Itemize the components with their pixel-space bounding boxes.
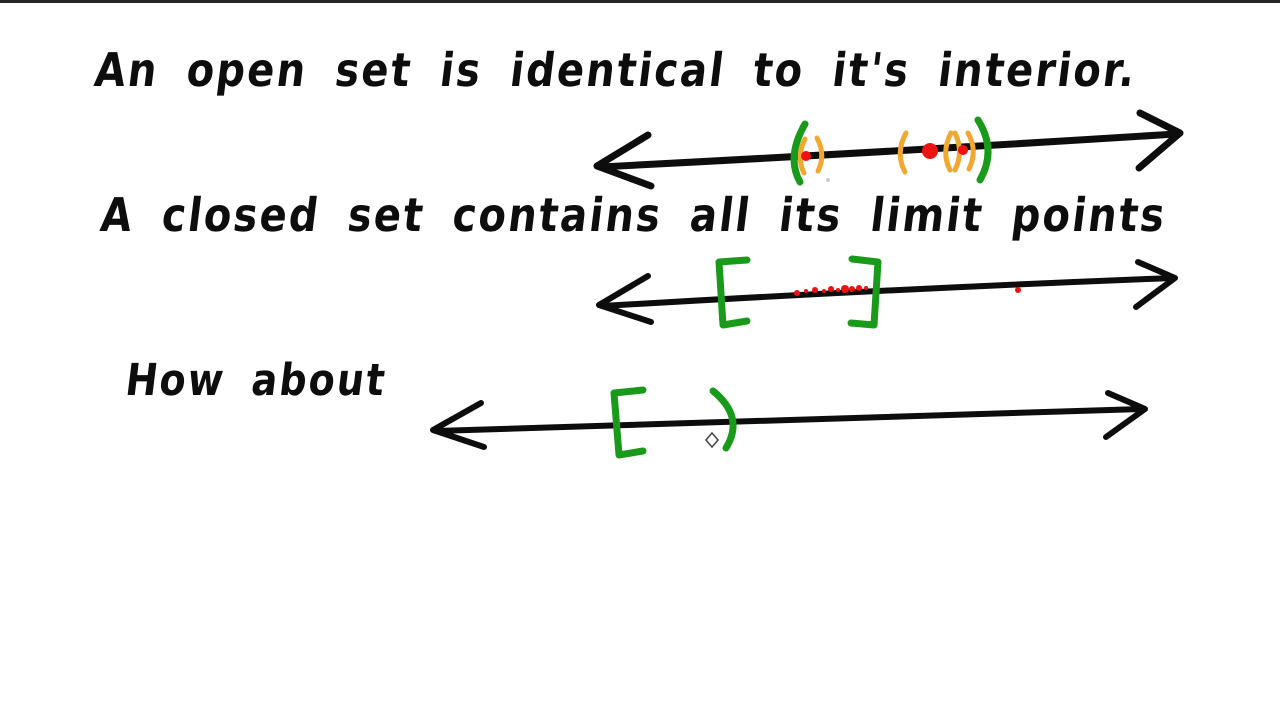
red-point-2i [856, 285, 862, 291]
red-point-2f [836, 288, 840, 292]
orange-close-paren-c-1 [952, 130, 962, 173]
arrowhead-left-3 [430, 400, 487, 450]
red-point-2d [822, 289, 826, 293]
red-point-2g [841, 285, 849, 293]
note-line-closed-set: A closed set contains all its limit poin… [97, 189, 1170, 243]
arrowhead-left-1 [593, 131, 655, 190]
number-line-1 [593, 109, 1184, 190]
red-point-isolated-2 [1015, 287, 1021, 293]
arrowhead-right-1 [1135, 109, 1184, 172]
orange-open-paren-a-1 [797, 136, 808, 176]
top-border [0, 0, 1280, 3]
red-point-2c [812, 287, 818, 293]
arrowhead-right-3 [1103, 390, 1148, 440]
red-point-2h [849, 286, 855, 292]
green-close-paren-right-3 [709, 387, 737, 452]
orange-open-paren-c-1 [943, 130, 954, 173]
axis-line-3 [433, 406, 1145, 434]
green-close-paren-right-1 [974, 116, 992, 184]
red-point-2a [794, 290, 800, 296]
orange-close-paren-b-1 [965, 130, 976, 172]
stray-mark-1 [826, 178, 830, 182]
orange-open-paren-b-1 [897, 130, 909, 175]
arrowhead-left-2 [596, 273, 654, 325]
arrowhead-right-2 [1133, 259, 1178, 310]
number-line-3 [430, 386, 1148, 459]
note-line-open-set: An open set is identical to it's interio… [91, 44, 1141, 98]
axis-line-1 [596, 130, 1180, 171]
red-point-1a [801, 151, 811, 161]
red-point-2j [864, 286, 868, 290]
axis-line-2 [599, 275, 1175, 309]
red-point-2b [804, 289, 808, 293]
green-open-paren-left-1 [790, 120, 809, 186]
green-bracket-right-2 [847, 255, 882, 329]
red-point-1c [958, 145, 968, 155]
note-line-how-about: How about [122, 354, 390, 406]
pen-diamond-cursor[interactable] [704, 431, 720, 449]
number-line-2 [596, 255, 1178, 329]
red-point-1b [922, 143, 938, 159]
red-point-2e [828, 286, 834, 292]
green-bracket-left-3 [610, 386, 647, 459]
cursor-diamond-shape[interactable] [704, 431, 720, 449]
green-bracket-left-2 [715, 256, 751, 329]
orange-close-paren-a-1 [814, 135, 825, 174]
